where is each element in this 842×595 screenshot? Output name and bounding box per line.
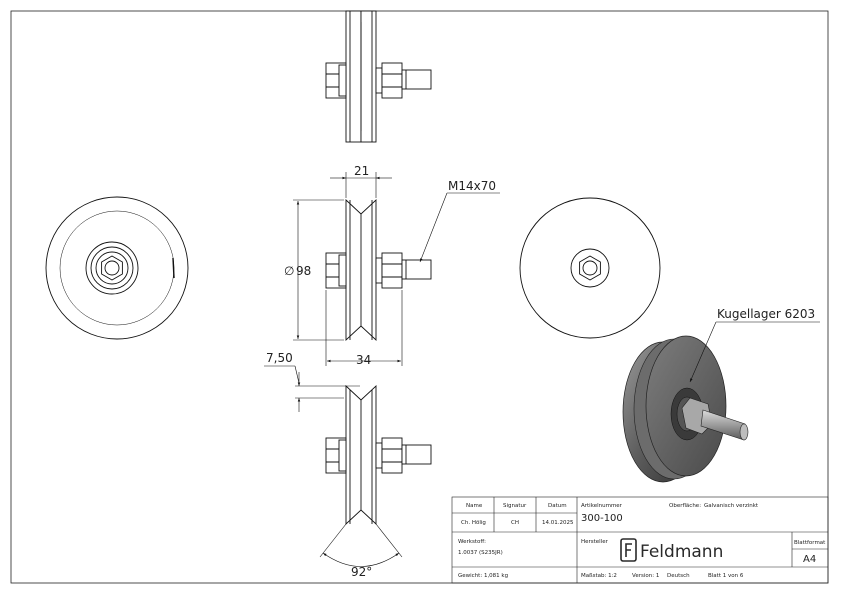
sheet-border	[10, 10, 829, 584]
tb-h-datum: Datum	[548, 503, 567, 509]
dim-diameter: 98	[296, 264, 311, 278]
tb-v-oberflaeche: Galvanisch verzinkt	[704, 503, 759, 509]
dim-thread: M14x70	[448, 179, 496, 193]
tb-l-artikel: Artikelnummer	[581, 503, 623, 509]
middle-side-view	[325, 198, 432, 342]
title-block	[451, 496, 829, 584]
tb-h-name: Name	[466, 503, 483, 509]
tb-sprache: Deutsch	[667, 573, 690, 579]
dim-hub-width: 34	[356, 353, 371, 367]
callout-leader	[689, 321, 717, 383]
tb-blatt: Blatt 1 von 6	[708, 573, 744, 579]
isometric-view	[622, 335, 749, 483]
tb-v-datum: 14.01.2025	[542, 520, 574, 526]
top-side-view	[325, 10, 432, 143]
tb-h-signatur: Signatur	[503, 503, 527, 509]
logo-text: Feldmann	[640, 542, 723, 562]
tb-v-blattformat: A4	[803, 554, 816, 565]
title-block-texts: Name Signatur Datum Ch. Hölig CH 14.01.2…	[458, 503, 826, 579]
tb-massstab: Maßstab: 1:2	[581, 573, 617, 579]
dim-width-top: 21	[354, 164, 369, 178]
tb-l-oberflaeche: Oberfläche:	[669, 503, 701, 509]
dim-angle: 92°	[351, 565, 372, 579]
right-front-view	[519, 197, 661, 339]
tb-v-name: Ch. Hölig	[461, 520, 486, 526]
dim-diameter-symbol: ∅	[284, 264, 294, 278]
tb-l-hersteller: Hersteller	[581, 539, 609, 545]
dimension-texts: 21 M14x70 ∅ 98 34 7,50 92°	[266, 164, 496, 579]
feldmann-logo: Feldmann	[620, 538, 723, 562]
tb-gewicht: Gewicht: 1,081 kg	[458, 573, 508, 579]
tb-v-artikel: 300-100	[581, 513, 623, 524]
bearing-callout: Kugellager 6203	[717, 307, 815, 321]
tb-v-werkstoff: 1.0037 (S235JR)	[458, 550, 503, 556]
left-front-view	[45, 196, 189, 340]
tb-l-werkstoff: Werkstoff:	[458, 539, 486, 545]
dim-groove-depth: 7,50	[266, 351, 293, 365]
bottom-side-view	[325, 384, 432, 526]
tb-l-blattformat: Blattformat	[794, 540, 826, 546]
tb-version: Version: 1	[632, 573, 659, 579]
dimension-lines	[264, 172, 500, 567]
tb-v-signatur: CH	[511, 520, 519, 526]
